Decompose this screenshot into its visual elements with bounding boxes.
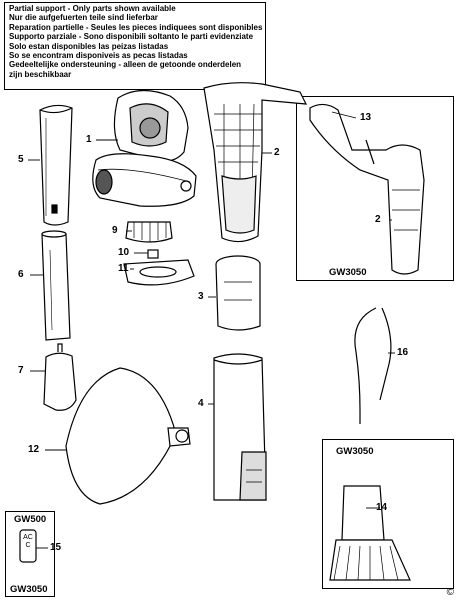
notice-line: Solo estan disponibles las peizas listad… [9, 41, 169, 51]
callout-14: 14 [376, 502, 388, 513]
upper-tube-part [39, 104, 73, 226]
callout-10: 10 [118, 247, 130, 258]
switch-part [19, 529, 37, 563]
switch-label: ACC [23, 534, 33, 549]
callout-2-gw3050: 2 [375, 214, 381, 225]
callout-13: 13 [360, 112, 372, 123]
callout-3: 3 [198, 291, 204, 302]
callout-9: 9 [112, 225, 118, 236]
rake-part [329, 485, 411, 581]
copyright-mark: © [446, 587, 454, 598]
callout-7: 7 [18, 365, 24, 376]
callout-15: 15 [50, 542, 62, 553]
notice-line: Nur die aufgefuerten teile sind lieferba… [9, 13, 158, 23]
gw3050-tube-inset-box [296, 96, 454, 281]
collection-bag-part [65, 367, 191, 505]
switch-inset-box [5, 511, 55, 597]
upper-housing-part [203, 82, 308, 243]
gw3050-rake-inset-box [322, 439, 454, 589]
notice-line: So se encontram disponiveis as pecas lis… [9, 51, 188, 61]
leader-lines [28, 111, 395, 549]
callout-2: 2 [274, 147, 280, 158]
model-label-gw3050-tube: GW3050 [329, 267, 367, 278]
shoulder-strap-part [354, 307, 392, 424]
callout-16: 16 [397, 347, 409, 358]
nozzle-part [43, 343, 77, 411]
notice-line: Reparation partielle - Seules les pieces… [9, 22, 263, 32]
middle-tube-part [41, 230, 71, 341]
fan-cover-part [123, 259, 195, 286]
blower-motor-part [92, 89, 197, 207]
model-label-gw500: GW500 [14, 514, 47, 525]
impeller-part [125, 221, 173, 243]
callout-5: 5 [18, 154, 24, 165]
notice-line: zijn beschikbaar [9, 69, 72, 79]
callout-1: 1 [86, 134, 92, 145]
callout-6: 6 [18, 269, 24, 280]
callout-4: 4 [198, 398, 204, 409]
model-label-gw3050-switch: GW3050 [10, 584, 48, 595]
collar-part [215, 255, 261, 331]
gw3050-housing-part [309, 103, 425, 275]
callout-12: 12 [28, 444, 40, 455]
partial-support-notice: Partial support - Only parts shown avail… [4, 2, 266, 90]
lower-housing-part [213, 353, 267, 501]
notice-line: Partial support - Only parts shown avail… [9, 4, 176, 13]
notice-line: Supporto parziale - Sono disponibili sol… [9, 32, 254, 42]
nut-part [147, 249, 159, 259]
callout-11: 11 [118, 263, 129, 274]
model-label-gw3050-rake: GW3050 [336, 446, 374, 457]
notice-line: Gedeeltelijke ondersteuning - alleen de … [9, 60, 242, 70]
